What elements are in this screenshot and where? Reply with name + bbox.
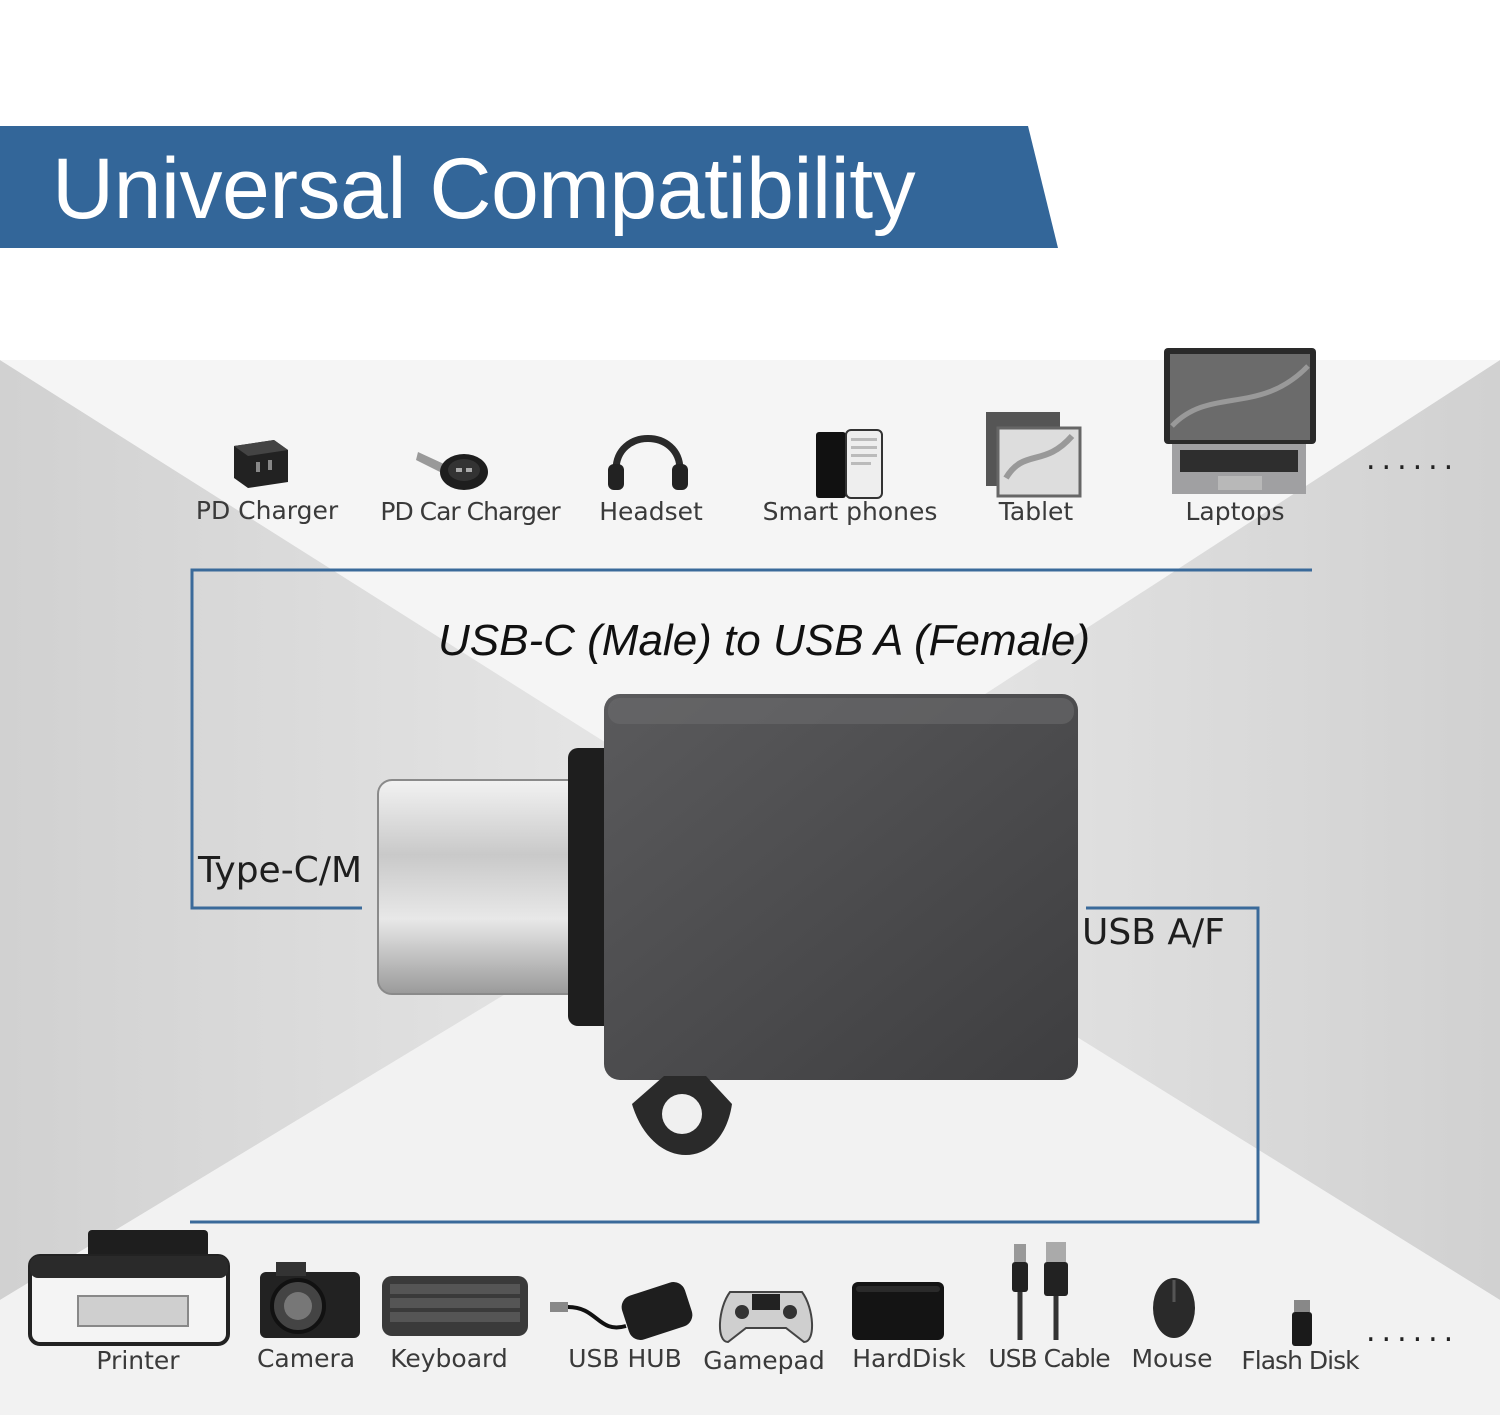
product-title: USB-C (Male) to USB A (Female) bbox=[438, 616, 1090, 665]
device-label-tablet: Tablet bbox=[998, 497, 1074, 526]
tablet-icon bbox=[986, 412, 1082, 498]
device-label-printer: Printer bbox=[96, 1346, 180, 1375]
headset-icon bbox=[608, 435, 688, 490]
printer-icon bbox=[28, 1230, 230, 1346]
type-c-male-label: Type-C/M bbox=[198, 850, 363, 891]
camera-icon bbox=[260, 1262, 360, 1338]
keyboard-icon bbox=[382, 1276, 528, 1336]
usb-a-female-label: USB A/F bbox=[1082, 912, 1225, 953]
device-label-pd-charger: PD Charger bbox=[195, 496, 339, 525]
device-label-usb-cable: USB Cable bbox=[988, 1344, 1110, 1373]
title-banner bbox=[0, 126, 1058, 248]
usb-c-to-usb-a-adapter-image bbox=[377, 694, 1078, 1155]
device-label-laptops: Laptops bbox=[1185, 497, 1285, 526]
more-devices-indicator-top: ...... bbox=[1366, 442, 1460, 477]
device-label-smartphones: Smart phones bbox=[762, 497, 938, 526]
device-label-mouse: Mouse bbox=[1131, 1344, 1213, 1373]
gamepad-icon bbox=[718, 1291, 814, 1344]
usb-cable-icon bbox=[1012, 1242, 1068, 1340]
flash-disk-icon bbox=[1292, 1300, 1312, 1346]
pd-charger-icon bbox=[234, 440, 288, 488]
car-charger-icon bbox=[416, 452, 488, 490]
more-devices-indicator-bottom: ...... bbox=[1366, 1314, 1460, 1349]
device-label-usb-hub: USB HUB bbox=[568, 1344, 682, 1373]
mouse-icon bbox=[1153, 1278, 1195, 1338]
usb-hub-icon bbox=[550, 1282, 693, 1340]
device-label-car-charger: PD Car Charger bbox=[380, 497, 560, 526]
device-label-headset: Headset bbox=[599, 497, 703, 526]
smartphone-icon bbox=[816, 429, 883, 499]
hard-disk-icon bbox=[852, 1282, 944, 1340]
device-label-hard-disk: HardDisk bbox=[852, 1344, 966, 1373]
page-title: Universal Compatibility bbox=[52, 141, 916, 237]
device-label-camera: Camera bbox=[256, 1344, 356, 1373]
laptop-icon bbox=[1164, 348, 1316, 494]
device-label-flash-disk: Flash Disk bbox=[1241, 1346, 1359, 1375]
device-label-gamepad: Gamepad bbox=[703, 1346, 825, 1375]
device-label-keyboard: Keyboard bbox=[390, 1344, 508, 1373]
